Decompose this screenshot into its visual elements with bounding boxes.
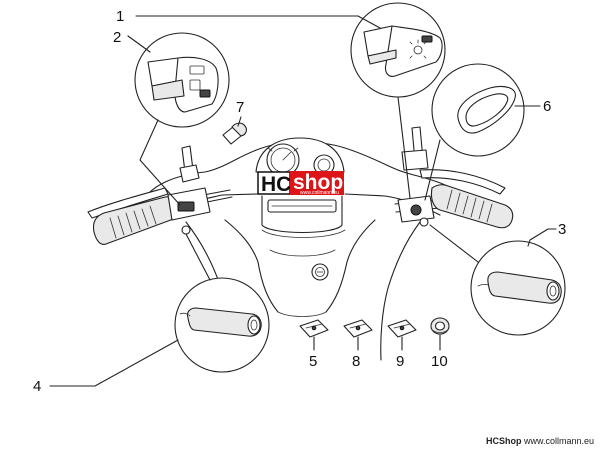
watermark-hc-text: HC (261, 173, 291, 196)
callout-10: 10 (431, 353, 448, 370)
callout-5: 5 (309, 353, 317, 370)
callout-6: 6 (543, 98, 551, 115)
right-handlebar (394, 126, 514, 229)
part-6-gasket-inset (431, 63, 525, 157)
callout-4: 4 (33, 378, 41, 395)
part-10-grommet (430, 317, 450, 335)
leader-3-stem (527, 228, 549, 247)
callout-8: 8 (352, 353, 360, 370)
part-3-right-grip-inset (470, 240, 566, 336)
callout-7: 7 (236, 99, 244, 116)
footer-credit: HCShop www.collmann.eu (486, 436, 594, 446)
leader-4-to-bar (185, 233, 211, 281)
callout-2: 2 (113, 29, 121, 46)
footer-url: www.collmann.eu (523, 436, 594, 446)
scooter-body (139, 141, 446, 361)
part-2-left-switch-inset (134, 32, 230, 128)
watermark-url-text: www.collmann.eu (300, 190, 339, 196)
left-handlebar (87, 145, 233, 245)
part-4-left-grip-inset (174, 277, 270, 373)
instrument-cluster (255, 137, 345, 177)
leader-4 (49, 339, 179, 387)
callout-3: 3 (558, 221, 566, 238)
part-1-right-switch-inset (350, 2, 446, 98)
hcshop-watermark: HC shop www.collmann.eu (257, 171, 344, 196)
leader-1-stem (357, 15, 381, 29)
watermark-shop-text: shop (293, 171, 343, 194)
part-9-clip (387, 319, 417, 338)
footer-brand: HCShop (485, 436, 522, 446)
part-7-bulb (222, 116, 247, 145)
leader-2-to-bar (139, 119, 181, 206)
leader-3-to-bar (429, 224, 479, 263)
leader-6-to-bar (424, 139, 441, 201)
leader-1-to-bar (397, 96, 411, 199)
part-5-clip (299, 319, 329, 338)
leader-2 (127, 35, 151, 53)
callout-9: 9 (396, 353, 404, 370)
callout-1: 1 (116, 8, 124, 25)
part-8-clip (343, 319, 373, 338)
